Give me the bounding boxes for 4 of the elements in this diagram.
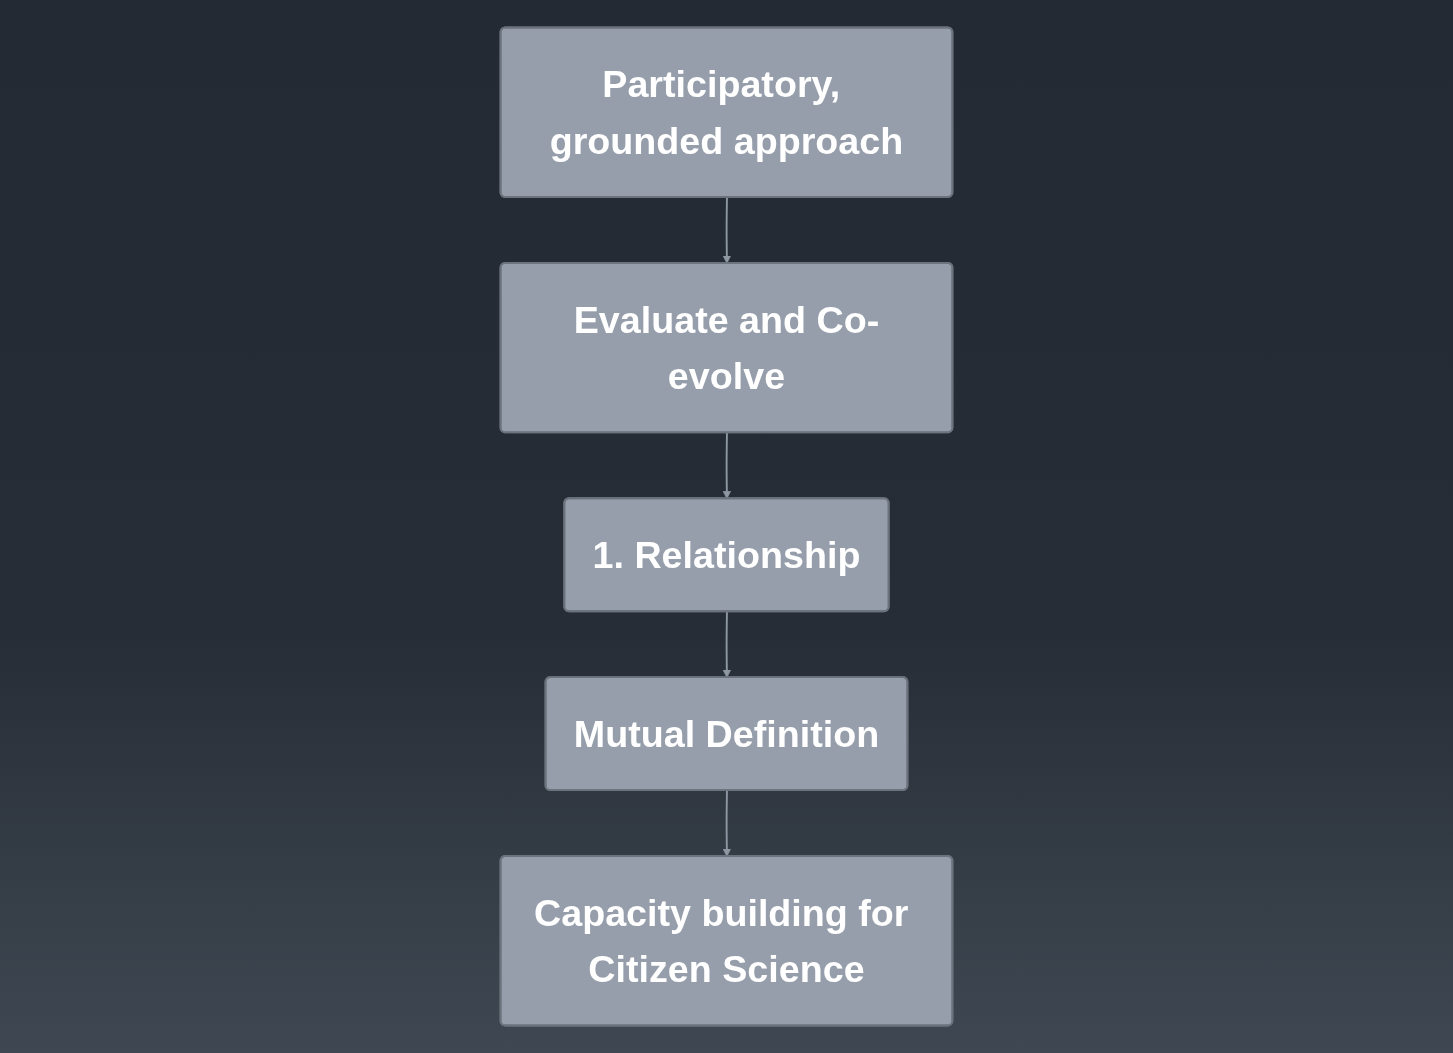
arrow (722, 789, 731, 857)
arrow (722, 610, 731, 678)
arrow (722, 196, 731, 264)
arrow (722, 431, 731, 500)
